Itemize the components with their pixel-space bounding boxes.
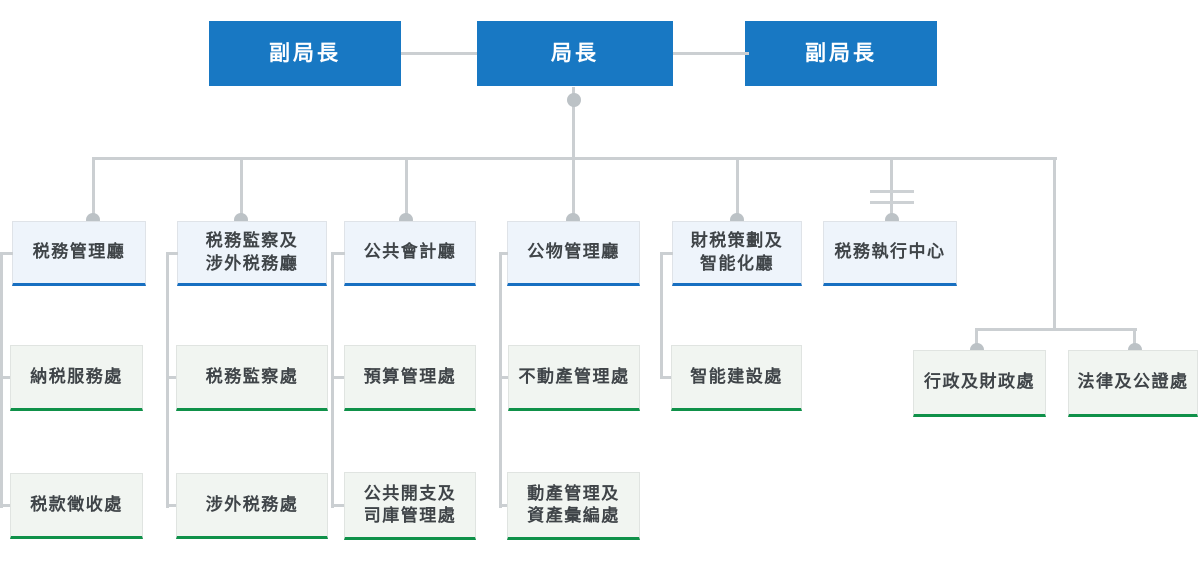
connector-line: [660, 252, 673, 255]
legal-notary-division-box: 法律及公證處: [1068, 350, 1198, 417]
connector-line: [572, 157, 575, 221]
connector-line: [240, 157, 243, 221]
parallel-bars-icon: [870, 201, 914, 204]
connector-line: [660, 376, 672, 379]
public-accounting-dept-box: 公共會計廳: [344, 221, 476, 286]
connector-line: [92, 157, 95, 221]
connector-line: [331, 504, 345, 507]
tax-collection-division-box: 税款徵收處: [10, 473, 143, 539]
connector-line: [736, 157, 739, 221]
public-expenditure-treasury-division-box: 公共開支及 司庫管理處: [344, 472, 476, 540]
connector-line: [1053, 157, 1056, 331]
connector-line: [499, 376, 509, 379]
connector-line: [405, 157, 408, 221]
deputy-director-left-box: 副局長: [209, 21, 401, 86]
connector-line: [331, 252, 345, 255]
real-estate-management-division-box: 不動產管理處: [508, 345, 640, 411]
connector-line: [331, 252, 334, 508]
connector-line: [1133, 328, 1136, 350]
connector-line: [331, 376, 345, 379]
connector-line: [0, 376, 11, 379]
connector-line: [0, 252, 3, 508]
connector-line: [975, 328, 978, 350]
foreign-tax-division-box: 涉外税務處: [176, 473, 328, 539]
connector-line: [499, 252, 508, 255]
connector-line: [166, 504, 177, 507]
connector-line: [572, 87, 575, 159]
budget-management-division-box: 預算管理處: [344, 345, 476, 411]
connector-line: [0, 252, 13, 255]
fiscal-planning-intelligence-dept-box: 財税策劃及 智能化廳: [672, 221, 802, 286]
tax-inspection-division-box: 税務監察處: [176, 345, 328, 411]
connector-dot-icon: [567, 93, 581, 107]
connector-line: [975, 328, 1137, 331]
connector-line: [401, 52, 477, 55]
connector-line: [93, 157, 1057, 160]
connector-line: [166, 252, 178, 255]
connector-line: [499, 504, 508, 507]
intelligent-construction-division-box: 智能建設處: [671, 345, 802, 411]
connector-line: [673, 52, 749, 55]
taxpayer-service-division-box: 納税服務處: [10, 345, 143, 411]
connector-line: [499, 252, 502, 508]
parallel-bars-icon: [870, 190, 914, 193]
connector-line: [890, 157, 893, 221]
administration-finance-division-box: 行政及財政處: [913, 350, 1046, 417]
tax-management-dept-box: 税務管理廳: [12, 221, 146, 286]
connector-line: [660, 252, 663, 379]
movable-property-assets-division-box: 動產管理及 資產彙編處: [507, 472, 640, 540]
connector-line: [166, 252, 169, 508]
public-property-dept-box: 公物管理廳: [507, 221, 640, 286]
tax-inspection-foreign-tax-dept-box: 税務監察及 涉外税務廳: [177, 221, 327, 286]
deputy-director-right-box: 副局長: [745, 21, 937, 86]
tax-enforcement-center-box: 税務執行中心: [823, 221, 957, 286]
connector-line: [0, 504, 11, 507]
connector-line: [166, 376, 177, 379]
director-box: 局長: [477, 21, 673, 86]
